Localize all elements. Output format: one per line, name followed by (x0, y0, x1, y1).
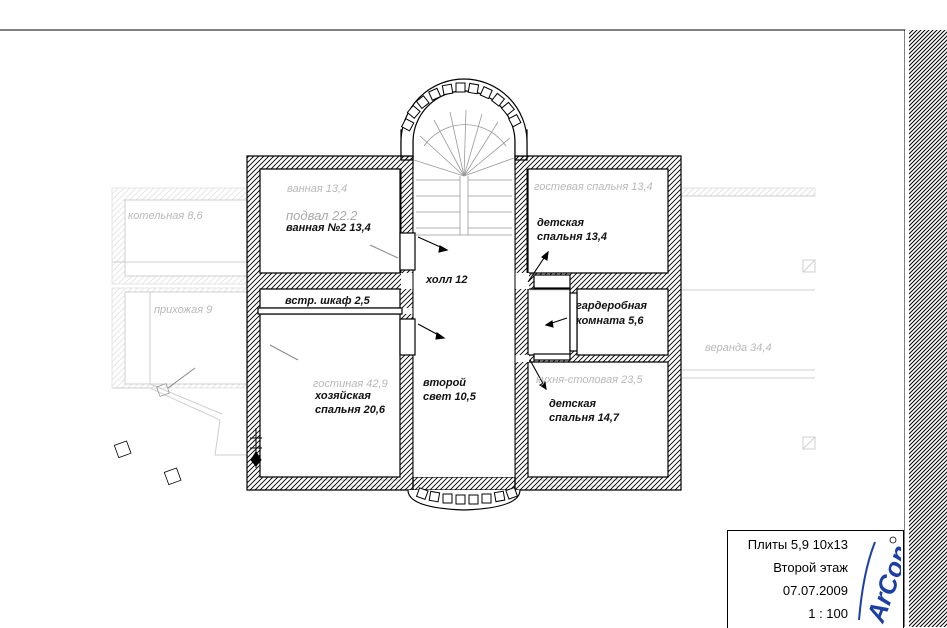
room-label-kids2-line1: детская (549, 398, 596, 410)
room-label-master-line2: спальня 20,6 (315, 404, 386, 416)
room-label-master-line1: хозяйская (314, 390, 371, 402)
title-block-project: Плиты 5,9 10x13 (747, 537, 848, 552)
ghost-door-arrows (167, 244, 399, 389)
ghost-label-boiler: котельная 8,6 (128, 210, 203, 222)
ghost-blocks (113, 383, 182, 486)
stair-tower (400, 78, 528, 236)
room-label-dressing-line2: комната 5,6 (576, 315, 644, 327)
room-label-bath2: ванная №2 13,4 (286, 222, 371, 234)
room-label-kids1-line2: спальня 13,4 (537, 231, 607, 243)
title-block: Плиты 5,9 10x13 Второй этаж 07.07.2009 1… (727, 530, 904, 628)
room-label-kids1-line1: детская (537, 217, 584, 229)
door-arrows (417, 236, 568, 391)
openings (401, 170, 529, 477)
ghost-label-veranda: веранда 34,4 (705, 342, 772, 354)
room-label-second-light-line1: второй (423, 377, 466, 389)
room-label-hall: холл 12 (425, 274, 468, 286)
ghost-label-kitchen: кухня-столовая 23,5 (536, 374, 643, 386)
room-label-wardrobe: встр. шкаф 2,5 (285, 295, 371, 307)
title-block-date: 07.07.2009 (782, 583, 848, 598)
svg-text:ArCon: ArCon (860, 541, 901, 626)
doors (257, 232, 578, 361)
ghost-label-entry: прихожая 9 (154, 304, 212, 316)
room-label-second-light-line2: свет 10,5 (423, 391, 477, 403)
ghost-label-guest: гостевая спальня 13,4 (534, 181, 653, 193)
room-label-kids2-line2: спальня 14,7 (549, 412, 620, 424)
ghost-label-living: гостиная 42,9 (313, 378, 388, 390)
arcon-logo: ArCon (858, 536, 901, 626)
compass-marker (250, 428, 262, 468)
ghost-label-basement: подвал 22.2 (286, 208, 358, 223)
bay-window (407, 486, 521, 511)
ghost-label-bath: ванная 13,4 (287, 183, 347, 195)
title-block-scale: 1 : 100 (808, 606, 848, 621)
sheet-edge-hatch (905, 30, 947, 627)
room-label-dressing-line1: гардеробная (576, 300, 647, 312)
title-block-floor: Второй этаж (773, 560, 848, 575)
